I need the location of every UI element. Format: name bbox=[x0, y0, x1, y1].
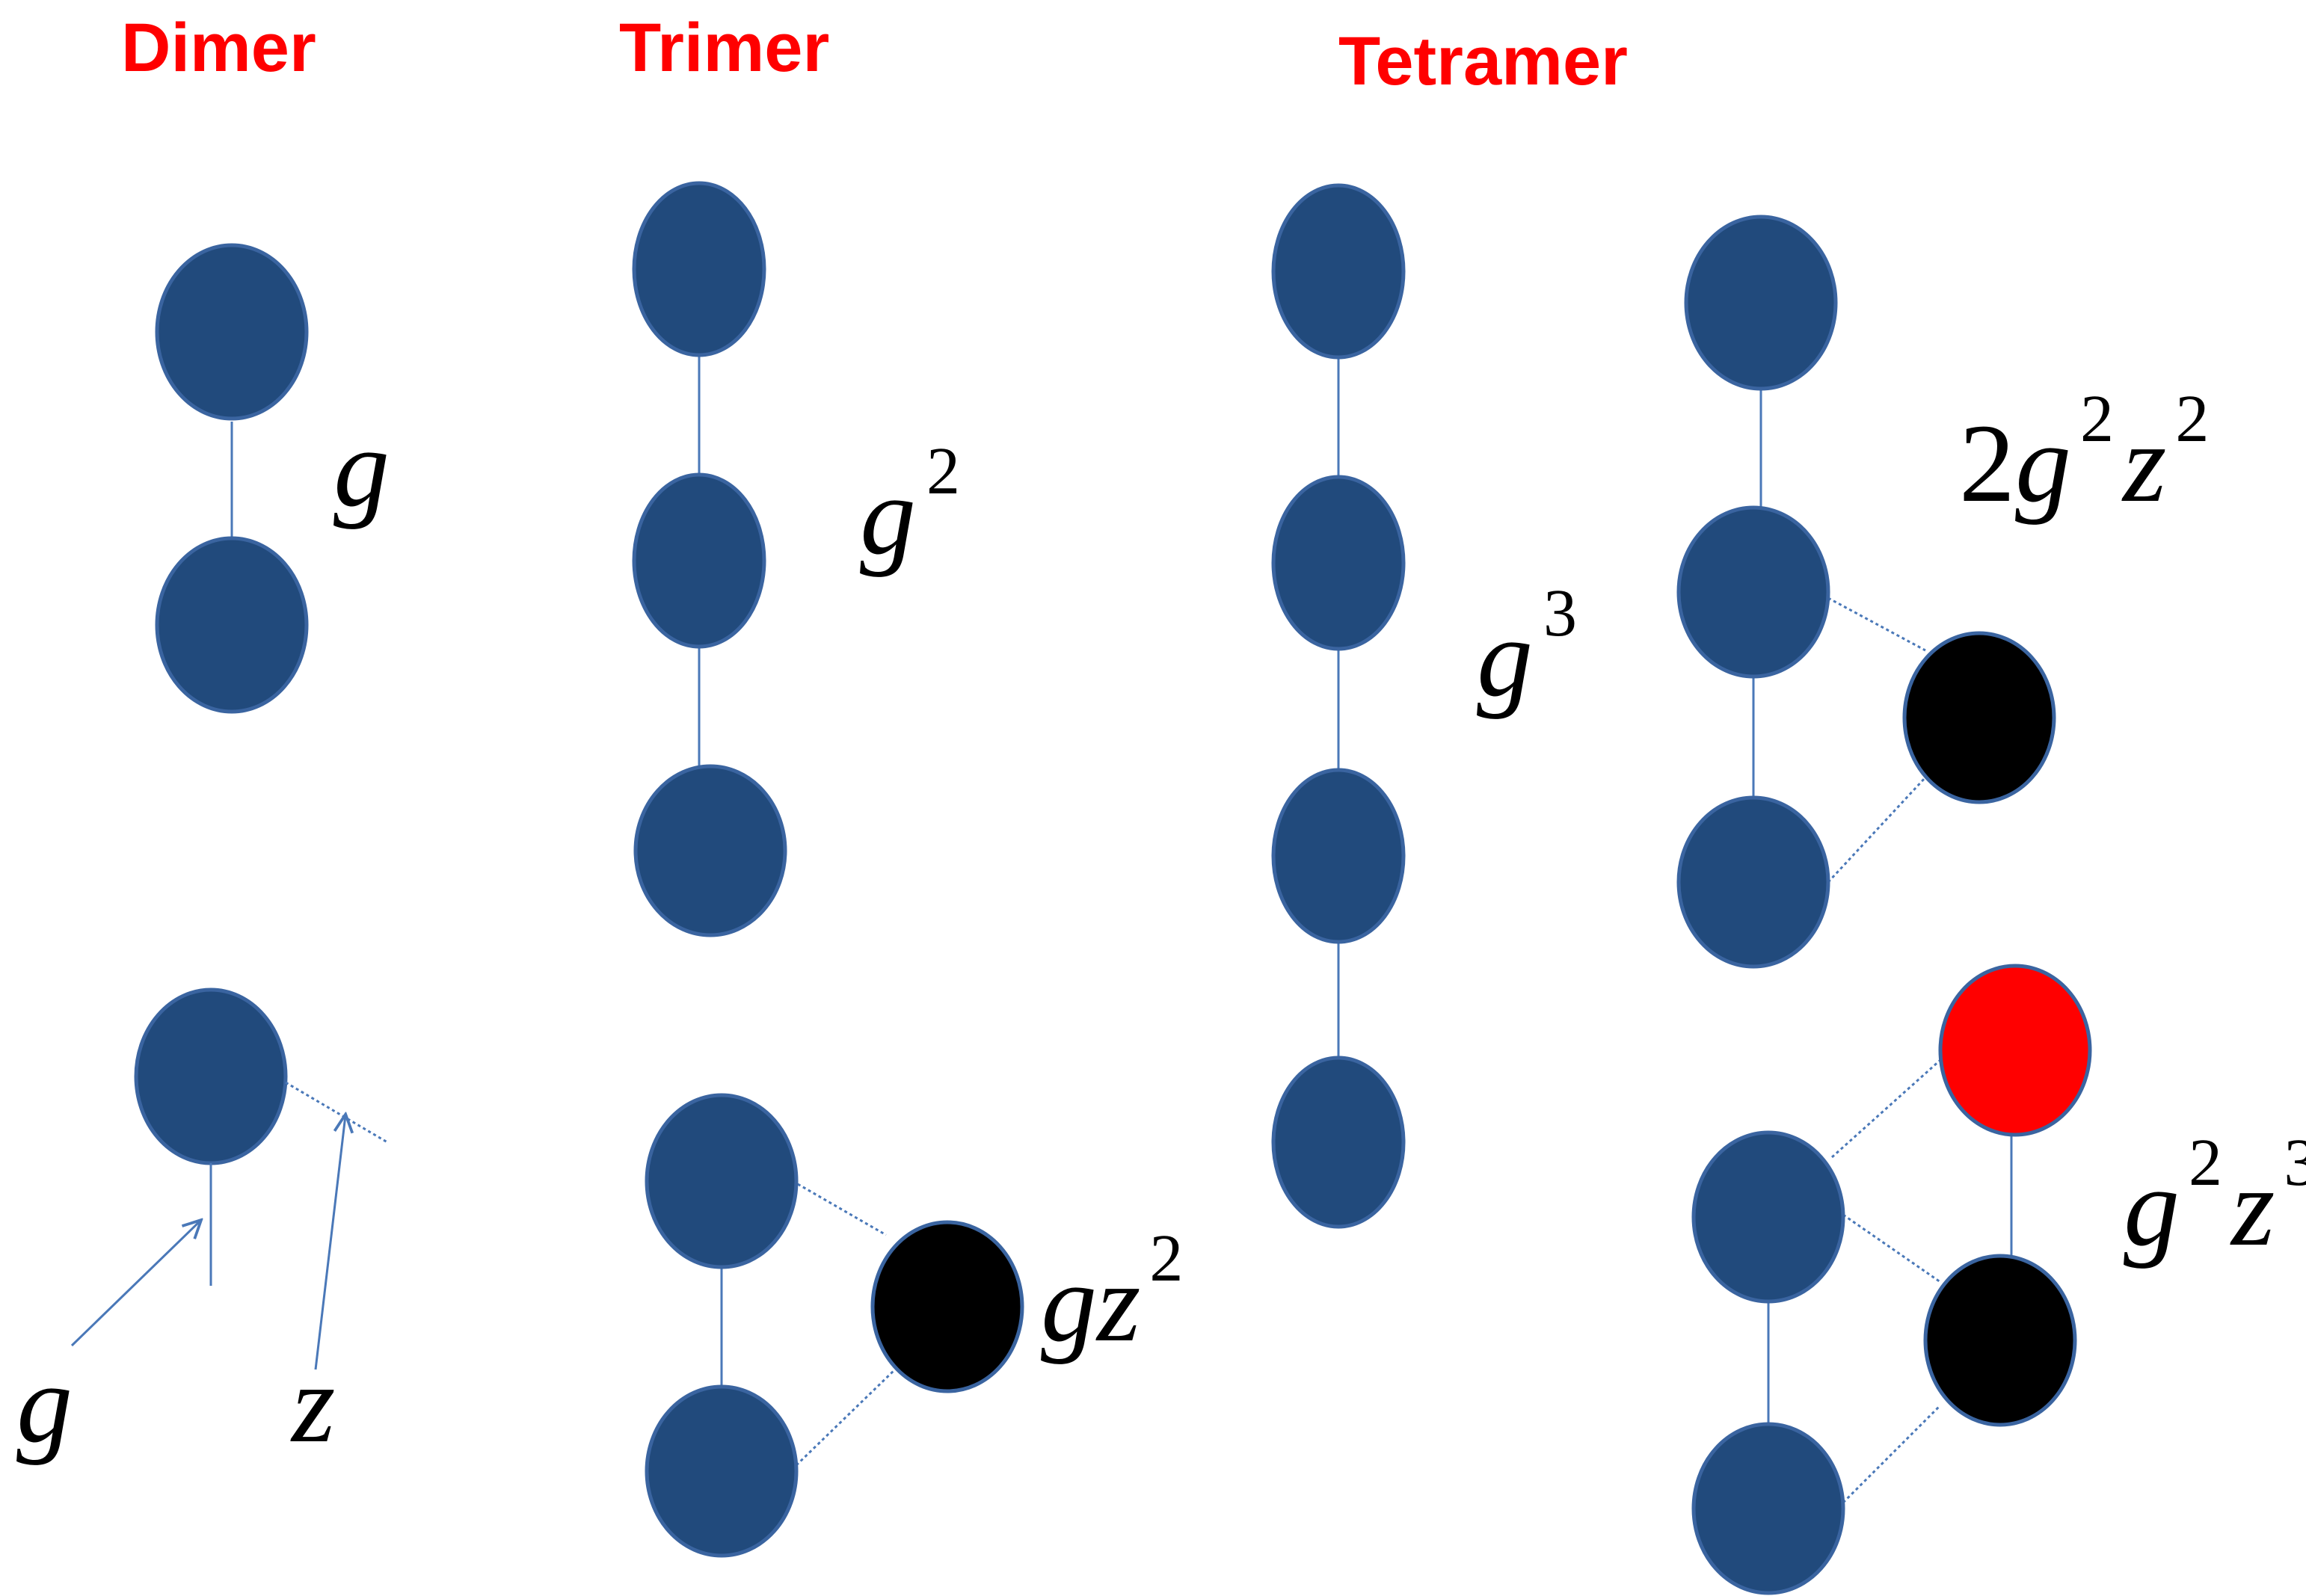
arrow-to-g-bond bbox=[70, 1221, 200, 1347]
monomer-node bbox=[1684, 215, 1838, 391]
tetramer-heading: Tetramer bbox=[1338, 23, 1628, 99]
black-node bbox=[1923, 1254, 2077, 1427]
weak-contact bbox=[1830, 1059, 1942, 1159]
tetramer-ring-graph bbox=[1691, 964, 2092, 1595]
dimer-legend-graph bbox=[70, 988, 388, 1370]
weak-contact bbox=[1827, 776, 1927, 884]
monomer-node bbox=[1676, 795, 1830, 969]
legend-g-label: g bbox=[16, 1342, 73, 1466]
red-node bbox=[1938, 964, 2092, 1137]
monomer-node bbox=[632, 181, 766, 357]
dimer-chain-graph bbox=[155, 243, 309, 714]
monomer-node bbox=[155, 536, 309, 714]
monomer-node bbox=[645, 1384, 799, 1558]
monomer-node bbox=[1271, 475, 1406, 651]
monomer-node bbox=[645, 1093, 799, 1269]
monomer-node bbox=[1691, 1422, 1845, 1595]
black-node bbox=[870, 1220, 1024, 1393]
dimer-heading: Dimer bbox=[121, 10, 316, 86]
weak-contact bbox=[1842, 1213, 1941, 1284]
weak-contact bbox=[792, 1180, 887, 1236]
monomer-node bbox=[1271, 1056, 1406, 1229]
monomer-node bbox=[1271, 768, 1406, 944]
monomer-node bbox=[1691, 1130, 1845, 1304]
dimer-chain-weight: g bbox=[333, 406, 390, 530]
legend-z-label: z bbox=[290, 1342, 335, 1466]
monomer-node bbox=[632, 472, 766, 649]
weak-contact bbox=[1827, 597, 1926, 652]
tetramer-branch-graph bbox=[1676, 215, 2056, 969]
monomer-node bbox=[1271, 183, 1406, 360]
z-contact-stub bbox=[285, 1081, 388, 1144]
monomer-node bbox=[1676, 505, 1830, 679]
weak-contact bbox=[795, 1368, 897, 1467]
monomer-node bbox=[134, 988, 288, 1165]
trimer-triangle-graph bbox=[645, 1093, 1024, 1558]
black-node bbox=[1902, 631, 2056, 804]
monomer-node bbox=[155, 243, 309, 421]
trimer-heading: Trimer bbox=[619, 10, 829, 86]
arrow-to-z-contact bbox=[314, 1115, 345, 1370]
trimer-chain-graph bbox=[632, 181, 787, 937]
monomer-node bbox=[633, 764, 787, 937]
tetramer-chain-graph bbox=[1271, 183, 1406, 1229]
weak-contact bbox=[1842, 1404, 1942, 1504]
